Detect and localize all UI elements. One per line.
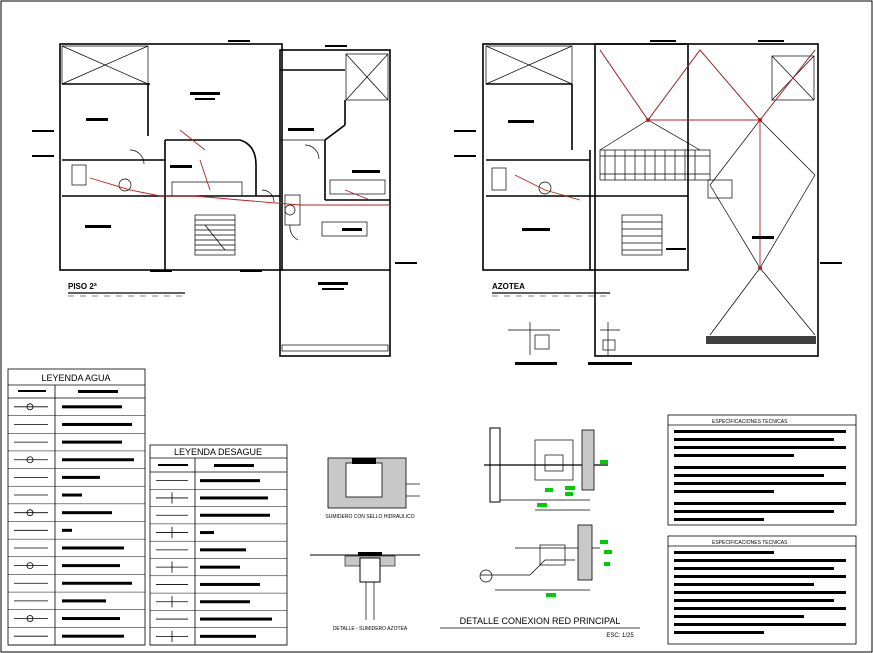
small-section-details	[508, 322, 632, 365]
detail-conexion-red: DETALLE CONEXION RED PRINCIPAL ESC: 1/25	[440, 427, 640, 639]
legend-desague-desc	[200, 565, 240, 569]
legend-desague-row	[150, 492, 287, 507]
legend-agua-desc	[62, 617, 120, 621]
legend-agua-row	[8, 634, 145, 646]
legend-agua-desc	[62, 405, 122, 409]
legend-agua-desc	[62, 564, 120, 568]
legend-agua-desc	[62, 634, 124, 638]
legend-desague-desc	[200, 479, 260, 483]
legend-agua-row	[8, 403, 145, 416]
legend-agua-desc	[62, 422, 132, 426]
legend-agua-desc	[62, 581, 132, 585]
legend-agua-row	[8, 599, 145, 610]
legend-agua-row	[8, 546, 145, 558]
legend-agua-row	[8, 528, 145, 540]
legend-agua-desc	[62, 440, 122, 444]
sumidero-azotea-caption: DETALLE - SUMIDERO AZOTEA	[333, 626, 408, 632]
legend-agua-desc	[62, 599, 106, 603]
legend-desague-desc	[200, 617, 272, 621]
legend-desague-desc	[200, 582, 260, 586]
detail-sumidero-sello: SUMIDERO CON SELLO HIDRAULICO	[325, 457, 420, 520]
legend-desague-desc	[200, 496, 268, 500]
legend-agua-title: LEYENDA AGUA	[41, 373, 110, 383]
legend-desague-row	[150, 548, 287, 559]
legend-agua-desc	[62, 493, 82, 497]
legend-agua-row	[8, 509, 145, 522]
legend-desague-title: LEYENDA DESAGUE	[174, 447, 262, 457]
legend-agua-row	[8, 456, 145, 469]
legend-desague-row	[150, 582, 287, 594]
sumidero-sello-caption: SUMIDERO CON SELLO HIDRAULICO	[325, 514, 414, 520]
conexion-title: DETALLE CONEXION RED PRINCIPAL	[460, 616, 621, 626]
legend-desague-row	[150, 513, 287, 525]
legend-agua-row	[8, 493, 145, 505]
legend-agua-row	[8, 422, 145, 434]
conexion-scale: ESC: 1/25	[606, 633, 634, 639]
legend-desague-desc	[200, 513, 270, 517]
legend-agua-row	[8, 581, 145, 593]
legend-agua-row	[8, 615, 145, 628]
legend-desague-desc	[200, 548, 246, 552]
legend-desague-row	[150, 630, 287, 646]
legend-desague-row	[150, 617, 287, 628]
legend-desague-desc	[200, 600, 250, 604]
legend-agua: LEYENDA AGUA	[7, 368, 146, 646]
legend-desague: LEYENDA DESAGUE	[149, 444, 288, 646]
legend-agua-desc	[62, 458, 134, 462]
floor-plan-1: PISO 2ª	[32, 40, 417, 357]
legend-desague-row	[150, 479, 287, 490]
specs-1-title: ESPECIFICACIONES TECNICAS	[712, 419, 788, 425]
legend-desague-desc	[200, 531, 214, 535]
plan-1-title: PISO 2ª	[68, 282, 97, 291]
legend-desague-row	[150, 596, 287, 611]
legend-agua-desc	[62, 528, 72, 532]
specs-box-1: ESPECIFICACIONES TECNICAS	[667, 414, 857, 526]
legend-agua-desc	[62, 511, 112, 515]
detail-sumidero-azotea: DETALLE - SUMIDERO AZOTEA	[310, 552, 420, 632]
specs-2-title: ESPECIFICACIONES TECNICAS	[712, 540, 788, 546]
legend-agua-desc	[62, 475, 100, 479]
plan-2-title: AZOTEA	[492, 282, 525, 291]
specs-box-2: ESPECIFICACIONES TECNICAS	[667, 535, 857, 645]
legend-agua-desc	[62, 546, 124, 550]
legend-agua-row	[8, 475, 145, 487]
legend-agua-row	[8, 440, 145, 452]
legend-agua-row	[8, 562, 145, 575]
legend-desague-row	[150, 561, 287, 577]
legend-desague-row	[150, 526, 287, 542]
legend-desague-desc	[200, 634, 256, 638]
floor-plan-2: AZOTEA	[454, 40, 842, 365]
